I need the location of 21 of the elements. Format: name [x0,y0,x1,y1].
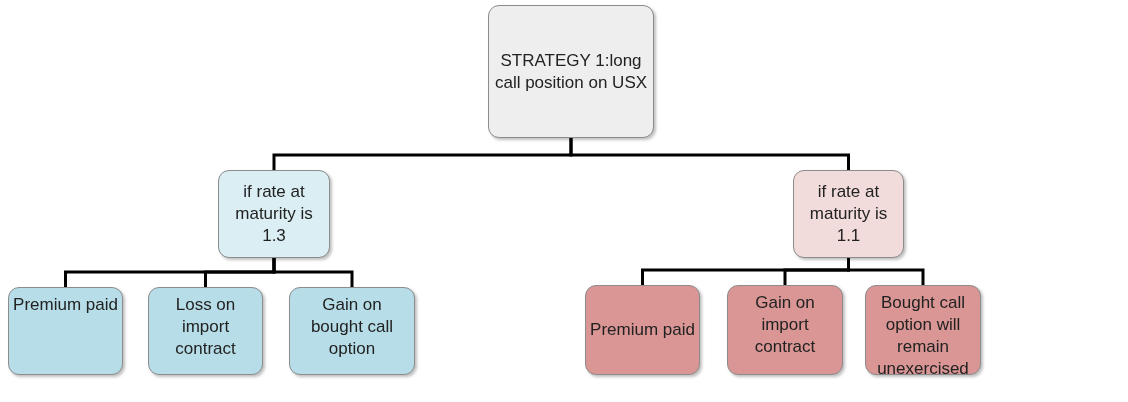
box-text: Bought call option will remain unexercised [876,292,970,380]
box-text: Gain on bought call option [309,294,395,360]
process-box [585,285,700,375]
box-text: STRATEGY 1:long call position on USX [493,49,649,94]
box-text: Loss on import contract [174,294,237,360]
process-box [8,287,123,375]
connector-line [272,258,354,287]
process-box [793,170,904,258]
process-box [488,5,654,138]
box-text: if rate at maturity is 1.1 [808,181,889,247]
box-text: Premium paid [13,294,118,316]
process-box [148,287,263,375]
box-text: Gain on import contract [753,292,817,358]
process-box [865,285,981,375]
connector-line [569,138,850,170]
process-box [727,285,843,375]
box-text: Premium paid [590,319,695,341]
box-text: if rate at maturity is 1.3 [234,181,314,247]
process-box [218,170,330,258]
connector-line [847,258,925,285]
process-box [289,287,415,375]
